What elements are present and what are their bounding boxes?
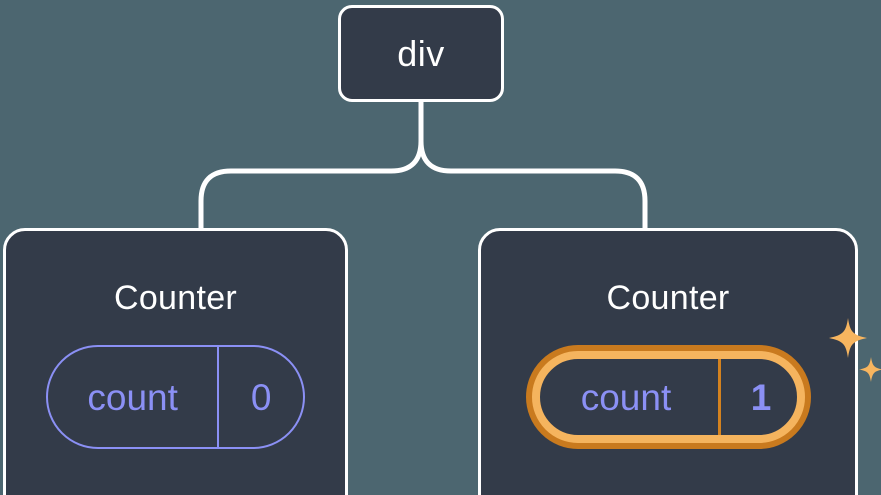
state-pill-right-value-cell: 1 (721, 354, 802, 440)
sparkle-small-icon (858, 357, 881, 382)
state-pill-left[interactable]: count 0 (46, 345, 305, 449)
state-pill-left-value-cell: 0 (219, 347, 303, 447)
state-pill-wrapper-right: count 1 (525, 318, 881, 449)
state-pill-left-key-cell: count (48, 347, 220, 447)
edge-root-to-left-child (198, 98, 424, 233)
node-counter-right[interactable]: Counter count 1 (478, 228, 881, 495)
node-div[interactable]: div (338, 5, 504, 102)
state-pill-left-key: count (87, 376, 178, 418)
state-pill-right-key: count (580, 376, 672, 418)
state-pill-left-value: 0 (250, 376, 272, 418)
state-pill-right-value: 1 (750, 376, 772, 418)
edge-root-to-right-child (418, 98, 648, 233)
node-counter-right-title: Counter (606, 279, 730, 317)
node-counter-left[interactable]: Counter count 0 (3, 228, 348, 495)
state-pill-right-key-cell: count (535, 354, 721, 440)
sparkles-group (828, 318, 881, 382)
node-counter-left-title: Counter (113, 279, 238, 317)
state-pill-wrapper-left: count 0 (46, 345, 305, 449)
state-pill-right[interactable]: count 1 (525, 345, 811, 449)
sparkle-large-icon (828, 318, 867, 358)
node-div-label: div (397, 32, 445, 74)
